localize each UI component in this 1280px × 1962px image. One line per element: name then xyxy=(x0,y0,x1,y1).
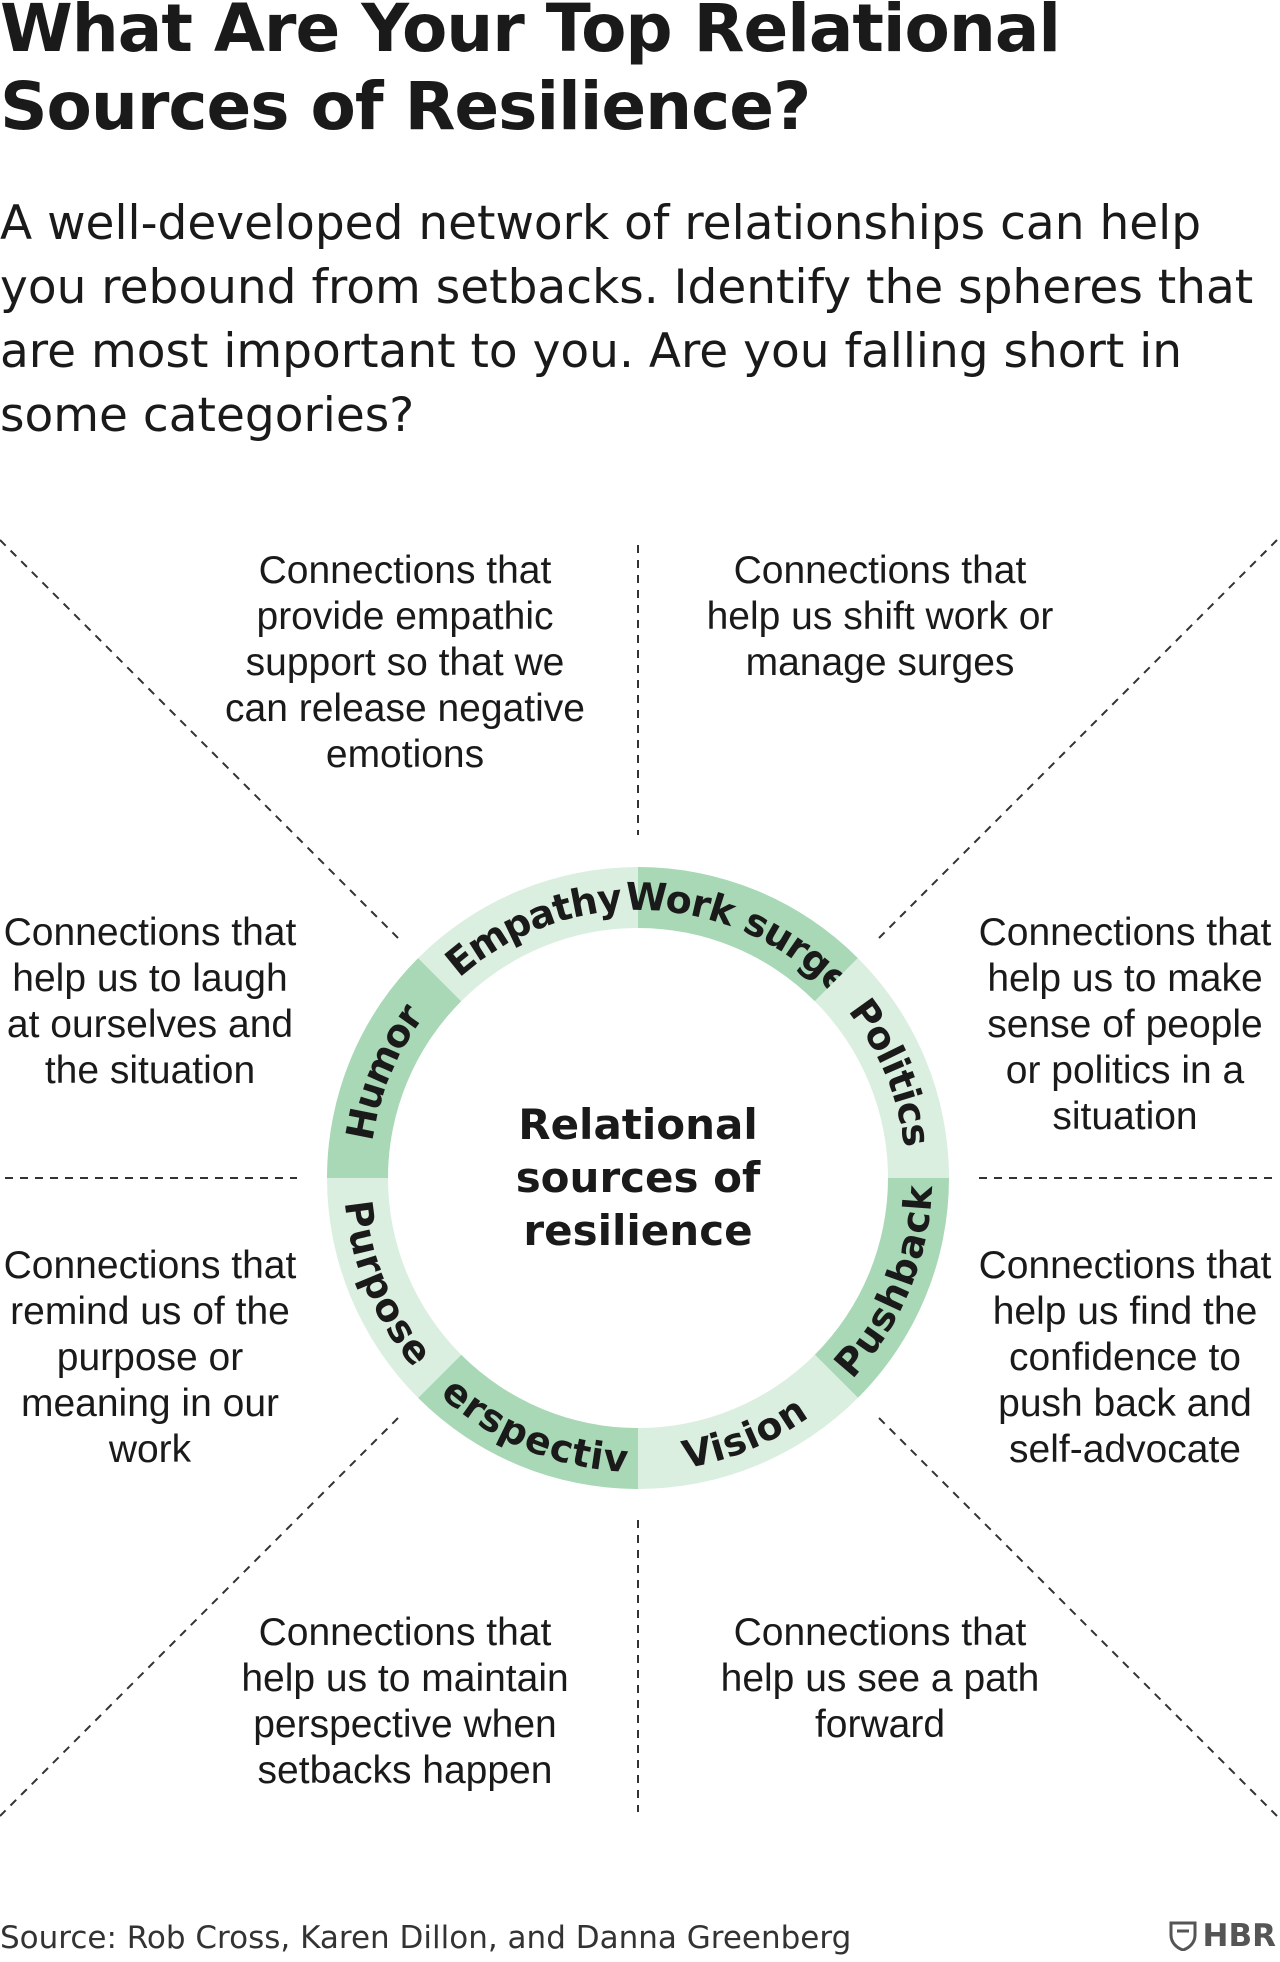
description-perspective: Connections that help us to maintain per… xyxy=(241,1611,569,1792)
logo-text: HBR xyxy=(1202,1918,1276,1954)
hbr-logo: HBR xyxy=(1169,1918,1276,1954)
description-work-surge: Connections that help us shift work or m… xyxy=(706,549,1054,684)
ring-segment-pushback xyxy=(814,1178,949,1398)
ring-segment-empathy xyxy=(418,867,638,1002)
description-pushback: Connections that help us find the confid… xyxy=(978,1244,1272,1471)
ring-segment-work-surge xyxy=(638,867,858,1002)
description-politics: Connections that help us to make sense o… xyxy=(978,911,1272,1138)
ring-segment-purpose xyxy=(327,1178,462,1398)
divider-line-6 xyxy=(878,539,1278,939)
page-title: What Are Your Top Relational Sources of … xyxy=(0,0,1061,145)
divider-line-8 xyxy=(878,1417,1278,1817)
ring-segment-perspective xyxy=(418,1354,638,1489)
center-label-line: resilience xyxy=(523,1206,752,1255)
source-credit: Source: Rob Cross, Karen Dillon, and Dan… xyxy=(0,1920,852,1956)
center-label-line: sources of xyxy=(516,1153,761,1202)
ring-segment-humor xyxy=(327,958,462,1178)
ring-segment-vision xyxy=(638,1354,858,1489)
center-label-line: Relational xyxy=(518,1100,758,1149)
shield-icon xyxy=(1169,1921,1197,1951)
description-empathy: Connections that provide empathic suppor… xyxy=(225,549,585,776)
divider-line-7 xyxy=(0,1417,399,1817)
description-purpose: Connections that remind us of the purpos… xyxy=(3,1244,297,1471)
description-humor: Connections that help us to laugh at our… xyxy=(3,911,297,1092)
divider-lines xyxy=(0,539,1278,1817)
page-subtitle: A well-developed network of relationship… xyxy=(0,196,1254,443)
description-vision: Connections that help us see a path forw… xyxy=(720,1611,1040,1746)
divider-line-5 xyxy=(0,539,399,939)
ring-segment-politics xyxy=(814,958,949,1178)
